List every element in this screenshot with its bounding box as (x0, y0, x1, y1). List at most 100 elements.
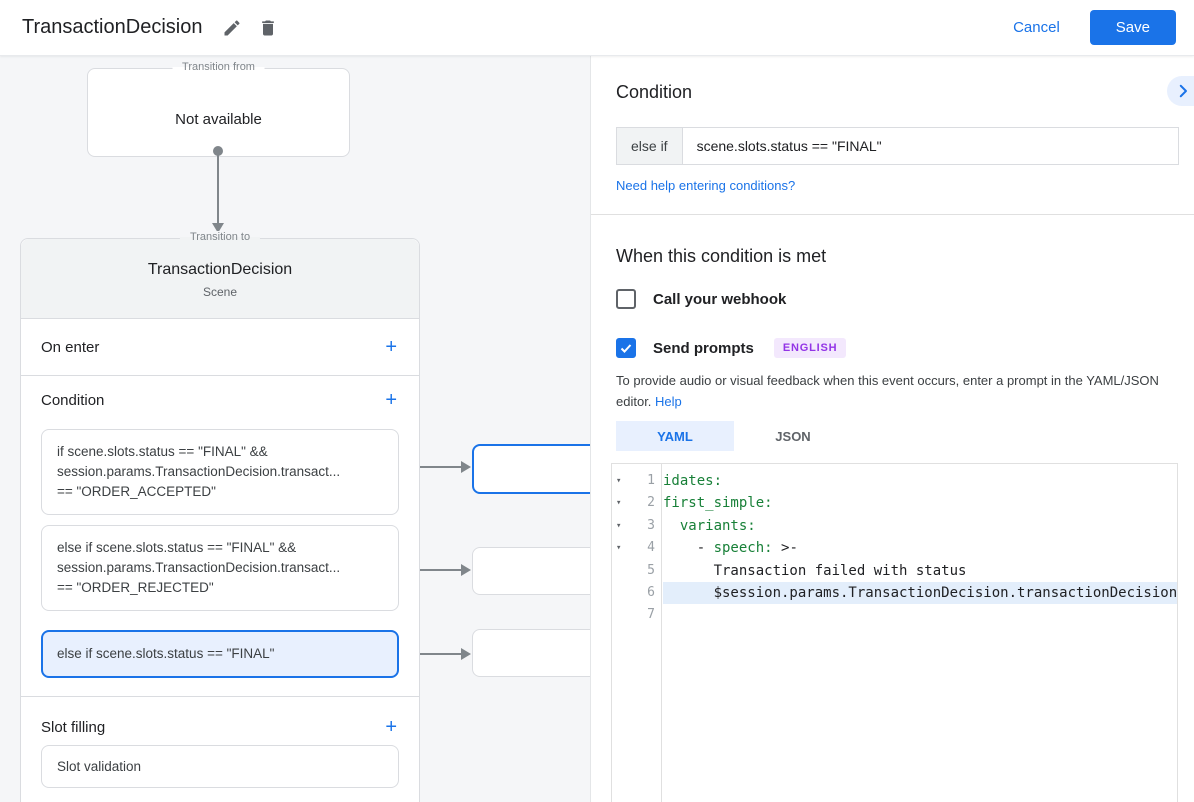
panel-heading: Condition (616, 82, 693, 102)
yaml-key-token: variants: (679, 517, 756, 534)
add-condition-button[interactable]: + (383, 390, 399, 410)
yaml-text-token: >- (772, 540, 798, 557)
transition-target-box[interactable] (472, 547, 612, 595)
condition-input[interactable] (682, 128, 1178, 164)
editor-gutter-row: ▾4 (612, 537, 661, 559)
condition-card-line: == "ORDER_ACCEPTED" (57, 484, 216, 499)
code-line[interactable]: first_simple: (663, 492, 1177, 514)
webhook-row: Call your webhook (616, 289, 1178, 309)
condition-section-label: Condition (41, 391, 105, 409)
pencil-icon (224, 19, 240, 35)
condition-card-line: == "ORDER_REJECTED" (57, 580, 214, 595)
fold-arrow-icon[interactable]: ▾ (616, 543, 622, 554)
condition-card-line: if scene.slots.status == "FINAL" && (57, 444, 268, 459)
editor-gutter-row: 7 (612, 604, 661, 626)
help-link[interactable]: Help (655, 394, 682, 409)
editor-gutter-row: ▾3 (612, 515, 661, 537)
when-condition-heading: When this condition is met (616, 246, 827, 266)
fold-arrow-icon[interactable]: ▾ (616, 520, 622, 531)
page-title: TransactionDecision (22, 16, 203, 38)
scene-title: TransactionDecision (147, 261, 293, 278)
prompt-description: To provide audio or visual feedback when… (616, 370, 1176, 412)
scene-subtitle: Scene (202, 285, 238, 299)
condition-card-line: else if scene.slots.status == "FINAL" (57, 646, 275, 661)
trash-icon (262, 20, 275, 35)
send-prompts-label: Send prompts (653, 339, 754, 357)
condition-card-selected[interactable]: else if scene.slots.status == "FINAL" (41, 630, 399, 678)
collapse-panel-button[interactable] (1167, 76, 1194, 106)
checkmark-icon (620, 344, 632, 353)
yaml-text-token: Transaction failed with status (663, 562, 967, 579)
code-line[interactable]: variants: (663, 515, 1177, 537)
add-slot-button[interactable]: + (383, 717, 399, 737)
condition-card-line: session.params.TransactionDecision.trans… (57, 464, 341, 479)
section-divider (21, 696, 419, 697)
webhook-checkbox[interactable] (616, 289, 636, 309)
slot-filling-section-header: Slot filling + (21, 697, 419, 745)
editor-code: idates: first_simple: variants: - speech:… (663, 464, 1177, 627)
line-number: 3 (647, 517, 655, 533)
code-line[interactable]: idates: (663, 470, 1177, 492)
line-number: 7 (647, 607, 655, 623)
add-on-enter-button[interactable]: + (383, 337, 399, 357)
connector-arrowhead (461, 648, 471, 660)
send-prompts-checkbox[interactable] (616, 338, 636, 358)
add-icon: + (385, 336, 397, 358)
editor-gutter-row: ▾1 (612, 470, 661, 492)
editor-tabs: YAML JSON (616, 421, 1178, 451)
fold-arrow-icon[interactable]: ▾ (616, 498, 622, 509)
condition-card-line: session.params.TransactionDecision.trans… (57, 560, 341, 575)
line-number: 4 (647, 540, 655, 556)
send-prompts-row: Send prompts ENGLISH (616, 338, 1178, 358)
webhook-label: Call your webhook (653, 290, 787, 308)
tab-yaml[interactable]: YAML (616, 421, 734, 451)
line-number: 1 (647, 473, 655, 488)
panel-divider (591, 214, 1194, 215)
transition-from-value: Not available (175, 111, 262, 128)
fold-arrow-icon[interactable]: ▾ (616, 476, 622, 486)
transition-to-box: Transition to TransactionDecision Scene … (20, 231, 420, 802)
yaml-key-token: first_simple: (663, 495, 773, 512)
delete-scene-button[interactable] (250, 10, 286, 46)
code-line[interactable]: Transaction failed with status (663, 560, 1177, 582)
code-line[interactable]: - speech: >- (663, 537, 1177, 559)
yaml-text-token (663, 518, 680, 534)
add-icon: + (385, 716, 397, 738)
scene-header: TransactionDecision Scene (21, 239, 419, 319)
cancel-button[interactable]: Cancel (997, 11, 1076, 44)
on-enter-label: On enter (41, 338, 100, 356)
line-number: 5 (647, 562, 655, 578)
transition-from-label: Transition from (172, 61, 265, 73)
condition-section-header: Condition + (21, 376, 419, 429)
yaml-text-token: - (663, 540, 714, 557)
edit-title-button[interactable] (214, 10, 250, 46)
prompt-description-text: To provide audio or visual feedback when… (616, 373, 1159, 409)
transition-to-label: Transition to (179, 231, 261, 243)
code-line-highlighted[interactable]: $session.params.TransactionDecision.tran… (663, 581, 1177, 605)
editor-gutter-row: ▾2 (612, 492, 661, 514)
top-bar: TransactionDecision Cancel Save (0, 0, 1194, 56)
line-number: 6 (647, 584, 655, 600)
editor-gutter-row: 6 (612, 582, 661, 604)
yaml-key-token: speech: (713, 540, 773, 557)
condition-input-row: else if (616, 127, 1179, 165)
line-number: 2 (647, 495, 655, 511)
slot-validation-card[interactable]: Slot validation (41, 745, 399, 788)
transition-from-box[interactable]: Transition from Not available (87, 61, 350, 157)
chevron-right-icon (1179, 84, 1187, 98)
transition-target-box[interactable] (472, 629, 612, 677)
condition-help-link[interactable]: Need help entering conditions? (616, 178, 796, 193)
condition-card-line: else if scene.slots.status == "FINAL" && (57, 540, 297, 555)
add-icon: + (385, 389, 397, 411)
tab-json[interactable]: JSON (775, 428, 811, 444)
code-line[interactable] (663, 604, 1177, 626)
condition-card[interactable]: else if scene.slots.status == "FINAL" &&… (41, 525, 399, 611)
condition-prefix: else if (617, 128, 683, 164)
condition-card[interactable]: if scene.slots.status == "FINAL" && sessi… (41, 429, 399, 515)
yaml-text-token: $session.params.TransactionDecision.tran… (663, 584, 1177, 601)
condition-cards: if scene.slots.status == "FINAL" && sessi… (21, 429, 419, 678)
save-button[interactable]: Save (1089, 10, 1176, 45)
